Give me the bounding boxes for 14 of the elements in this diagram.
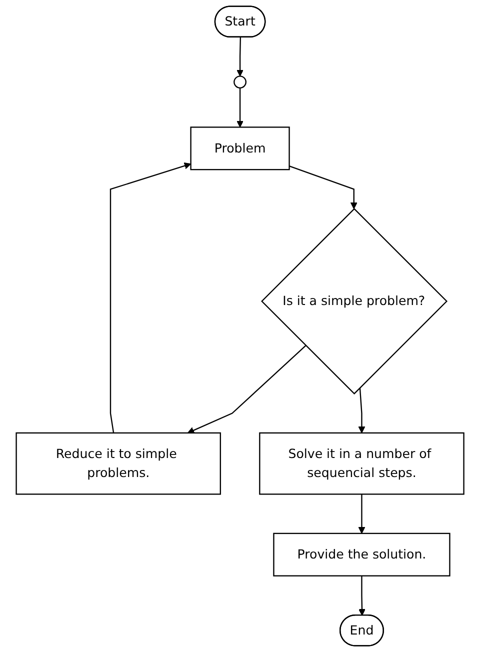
node-box: Solve it in a number of sequencial steps. <box>259 432 464 495</box>
node-box: Provide the solution. <box>273 532 450 576</box>
node-box: Problem <box>190 126 290 170</box>
arrow <box>110 162 192 434</box>
arrow <box>358 494 366 534</box>
arrow <box>187 345 306 434</box>
node-box: Reduce it to simple problems. <box>16 432 221 495</box>
node-diamond: Is it a simple problem? <box>260 208 448 395</box>
arrow <box>358 388 366 434</box>
node-circle <box>234 76 246 89</box>
arrow <box>236 88 244 128</box>
arrow <box>236 37 244 76</box>
arrow <box>289 165 358 210</box>
arrow <box>358 576 366 616</box>
